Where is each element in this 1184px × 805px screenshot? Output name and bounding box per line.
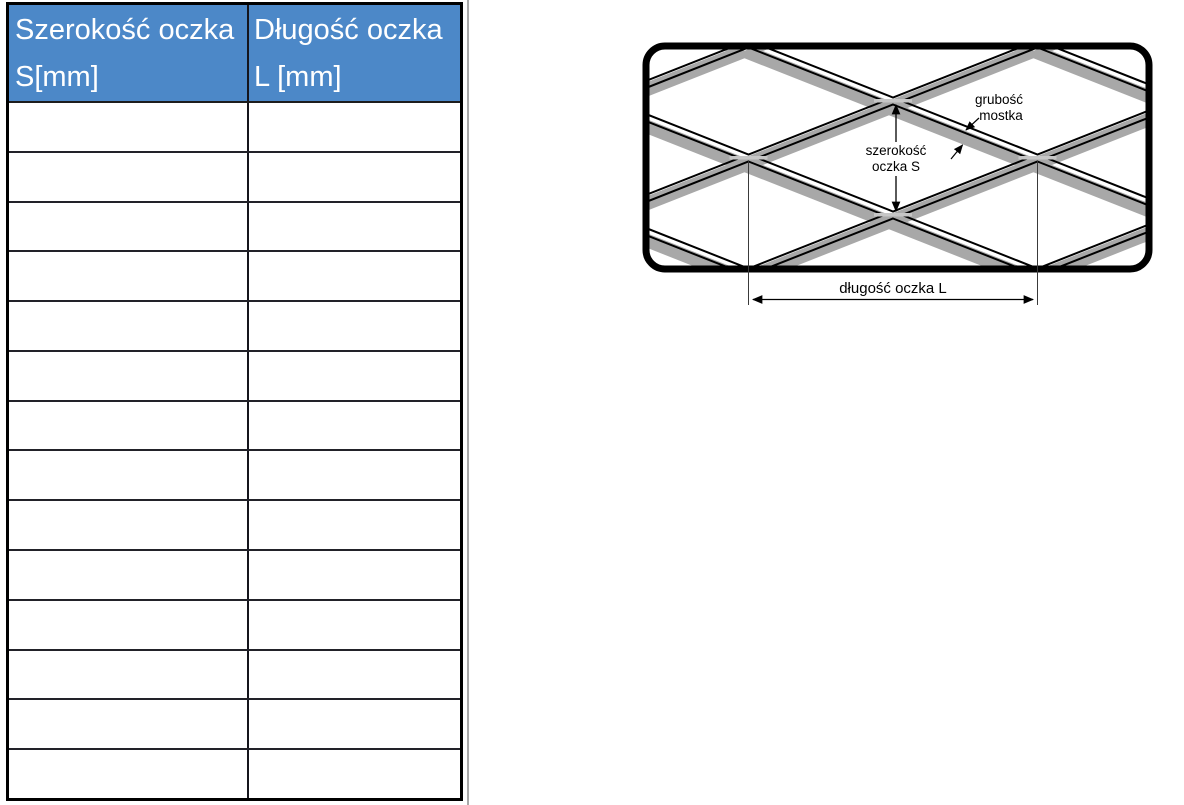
cell-mesh-length — [249, 650, 460, 699]
table-row — [9, 351, 460, 402]
mesh-strand-shadows — [645, 45, 1150, 270]
cell-mesh-width — [9, 351, 249, 400]
cell-mesh-width — [9, 750, 249, 798]
cell-mesh-width — [9, 501, 249, 550]
table-row — [9, 152, 460, 203]
cell-mesh-length — [249, 401, 460, 450]
mesh-bridge-dashes — [729, 99, 1057, 217]
cell-mesh-width — [9, 202, 249, 251]
bridge-thickness-label-line2: mostka — [979, 108, 1023, 123]
table-row — [9, 600, 460, 651]
column-header-mesh-width: Szerokość oczka S[mm] — [9, 5, 249, 101]
cell-mesh-length — [249, 103, 460, 151]
cell-mesh-length — [249, 551, 460, 599]
cell-mesh-length — [249, 501, 460, 550]
table-row — [9, 700, 460, 751]
cell-mesh-width — [9, 700, 249, 749]
cell-mesh-length — [249, 252, 460, 301]
cell-mesh-width — [9, 451, 249, 500]
column-header-mesh-length: Długość oczka L [mm] — [249, 5, 460, 101]
mesh-length-label: długość oczka L — [839, 280, 947, 297]
mesh-width-label-line1: szerokość — [866, 143, 927, 158]
table-row — [9, 202, 460, 253]
table-row — [9, 252, 460, 303]
bridge-thickness-label-line1: grubość — [975, 92, 1023, 107]
table-row — [9, 750, 460, 798]
cell-mesh-length — [249, 750, 460, 798]
panel-border — [642, 42, 1153, 273]
cell-mesh-length — [249, 302, 460, 350]
spreadsheet-gridline — [467, 0, 469, 805]
table-row — [9, 551, 460, 601]
table-row — [9, 501, 460, 552]
expanded-mesh-diagram: szerokość oczka S grubość mostka długość… — [600, 15, 1184, 325]
cell-mesh-width — [9, 252, 249, 301]
mesh-size-table: Szerokość oczka S[mm] Długość oczka L [m… — [6, 2, 463, 801]
table-row — [9, 302, 460, 352]
cell-mesh-length — [249, 202, 460, 251]
table-row — [9, 451, 460, 502]
table-header-row: Szerokość oczka S[mm] Długość oczka L [m… — [9, 5, 460, 103]
cell-mesh-width — [9, 551, 249, 599]
cell-mesh-width — [9, 302, 249, 350]
bridge-arrow-lower — [950, 144, 964, 160]
cell-mesh-width — [9, 600, 249, 649]
dimension-bridge-thickness: grubość mostka — [950, 92, 1023, 160]
cell-mesh-width — [9, 103, 249, 151]
table-row — [9, 401, 460, 452]
mesh-width-label-line2: oczka S — [872, 159, 920, 174]
table-body — [9, 103, 460, 798]
mesh-width-label-bg — [861, 142, 931, 176]
cell-mesh-length — [249, 451, 460, 500]
bridge-arrow-upper — [965, 117, 980, 131]
dimension-mesh-width: szerokość oczka S — [861, 103, 931, 213]
cell-mesh-width — [9, 152, 249, 201]
dimension-mesh-length: długość oczka L — [748, 161, 1038, 305]
cell-mesh-length — [249, 700, 460, 749]
cell-mesh-width — [9, 650, 249, 699]
cell-mesh-length — [249, 600, 460, 649]
cell-mesh-length — [249, 152, 460, 201]
mesh-pattern — [645, 45, 1150, 270]
table-row — [9, 650, 460, 701]
table-row — [9, 103, 460, 153]
cell-mesh-width — [9, 401, 249, 450]
cell-mesh-length — [249, 351, 460, 400]
